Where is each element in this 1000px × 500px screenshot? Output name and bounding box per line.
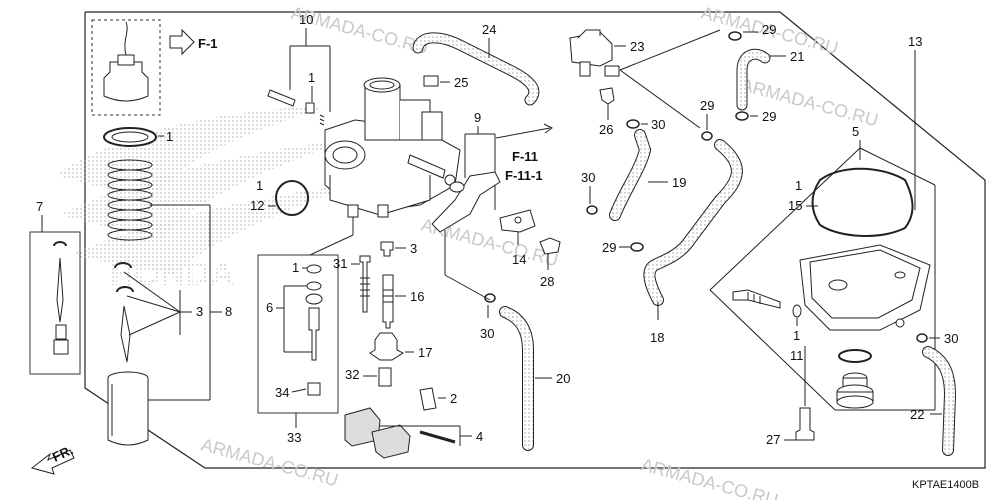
- front-marker: FR.: [50, 442, 75, 464]
- jet-needle-part: [56, 257, 64, 323]
- float-part: [369, 332, 405, 361]
- watermark-text: ARMADA-CO.RU: [639, 455, 780, 500]
- callout-19: 19: [672, 175, 686, 190]
- callout-29: 29: [762, 22, 776, 37]
- drawing-code: KPTAE1400B: [912, 479, 979, 491]
- callout-1: 1: [793, 328, 800, 343]
- callout-5: 5: [852, 124, 859, 139]
- washer-part: [792, 304, 802, 318]
- callout-8: 8: [225, 304, 232, 319]
- callout-18: 18: [650, 330, 664, 345]
- hose-clip-part: [423, 75, 439, 87]
- ref-f1: F-1: [198, 36, 218, 51]
- callout-7: 7: [36, 199, 43, 214]
- outer-boundary: [84, 11, 986, 469]
- svg-text:HONDA: HONDA: [110, 255, 235, 293]
- callout-34: 34: [275, 385, 289, 400]
- callout-32: 32: [345, 367, 359, 382]
- callout-12: 12: [250, 198, 264, 213]
- float-pin-clip-part: [419, 387, 437, 411]
- callout-24: 24: [482, 22, 496, 37]
- watermark-text: ARMADA-CO.RU: [739, 75, 880, 131]
- part-33-box: [257, 254, 339, 414]
- float-chamber-part: [799, 244, 931, 331]
- callout-15: 15: [788, 198, 802, 213]
- fuel-cap-reference-box: [91, 19, 161, 116]
- callout-27: 27: [766, 432, 780, 447]
- callout-30: 30: [581, 170, 595, 185]
- callout-21: 21: [790, 49, 804, 64]
- callout-29: 29: [762, 109, 776, 124]
- callout-1: 1: [292, 260, 299, 275]
- throttle-slide-part: [107, 371, 149, 446]
- callout-28: 28: [540, 274, 554, 289]
- callout-1: 1: [166, 129, 173, 144]
- ref-f11: F-11: [512, 149, 538, 164]
- callout-20: 20: [556, 371, 570, 386]
- watermark-text: ARMADA-CO.RU: [199, 435, 340, 491]
- arrow-icon: [169, 28, 195, 56]
- float-chamber-gasket-part: [811, 167, 914, 237]
- part-7-box: [29, 231, 81, 375]
- float-valve-part: [308, 307, 320, 361]
- callout-13: 13: [908, 34, 922, 49]
- callout-25: 25: [454, 75, 468, 90]
- callout-2: 2: [450, 391, 457, 406]
- pilot-screw-part: [267, 89, 325, 126]
- callout-3: 3: [410, 241, 417, 256]
- callout-29: 29: [602, 240, 616, 255]
- hose-clamp-part: [626, 119, 640, 129]
- callout-29: 29: [700, 98, 714, 113]
- drain-plug-part: [836, 372, 874, 409]
- callout-6: 6: [266, 300, 273, 315]
- slow-jet-part: [378, 367, 392, 387]
- callout-31: 31: [333, 256, 347, 271]
- bolt-part: [599, 87, 615, 105]
- main-jet-part: [380, 241, 394, 257]
- callout-4: 4: [476, 429, 483, 444]
- callout-1: 1: [308, 70, 315, 85]
- drain-screw-part: [732, 289, 781, 309]
- callout-23: 23: [630, 39, 644, 54]
- callout-1: 1: [256, 178, 263, 193]
- watermark-text: ARMADA-CO.RU: [289, 3, 430, 59]
- fuel-valve-part: [569, 29, 620, 77]
- callout-1: 1: [795, 178, 802, 193]
- ref-f11-1: F-11-1: [505, 168, 543, 183]
- callout-30: 30: [944, 331, 958, 346]
- carburetor-body: [324, 77, 461, 218]
- front-direction-arrow-icon: [30, 449, 75, 475]
- o-ring-part: [838, 349, 872, 363]
- o-ring-part: [103, 127, 157, 147]
- callout-30: 30: [651, 117, 665, 132]
- bolt-part: [795, 407, 815, 441]
- callout-22: 22: [910, 407, 924, 422]
- callout-26: 26: [599, 122, 613, 137]
- callout-3: 3: [196, 304, 203, 319]
- callout-9: 9: [474, 110, 481, 125]
- callout-10: 10: [299, 12, 313, 27]
- callout-16: 16: [410, 289, 424, 304]
- callout-14: 14: [512, 252, 526, 267]
- callout-11: 11: [790, 348, 804, 363]
- callout-30: 30: [480, 326, 494, 341]
- clip-part: [53, 241, 67, 247]
- callout-33: 33: [287, 430, 301, 445]
- wing-logo-watermark: HONDA: [55, 105, 350, 293]
- bolt-part: [539, 237, 561, 255]
- o-ring-part: [275, 180, 309, 216]
- callout-17: 17: [418, 345, 432, 360]
